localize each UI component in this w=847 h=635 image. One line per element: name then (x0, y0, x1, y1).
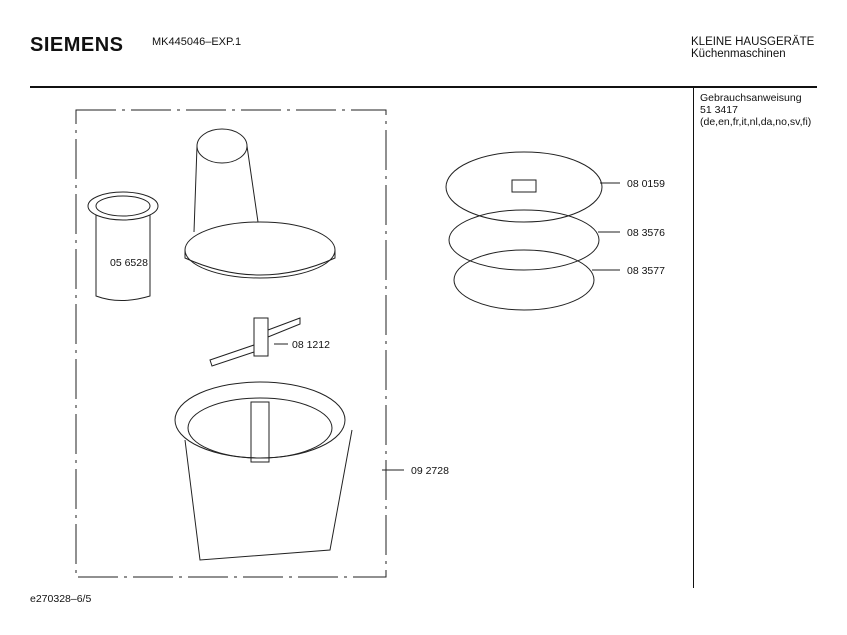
manual-title: Gebrauchsanweisung (700, 92, 802, 104)
side-divider (693, 88, 694, 588)
lid-drawing (184, 128, 336, 279)
header-divider (30, 86, 817, 88)
knife-drawing (209, 317, 301, 367)
pusher-drawing (87, 191, 159, 301)
manual-info: Gebrauchsanweisung 51 3417 (de,en,fr,it,… (700, 92, 811, 128)
category-title: KLEINE HAUSGERÄTE (691, 36, 815, 48)
manual-number: 51 3417 (700, 104, 738, 116)
part-number-knife: 08 1212 (292, 339, 330, 351)
brand-logo: SIEMENS (30, 34, 124, 56)
bowl-drawing (174, 381, 353, 561)
manual-languages: (de,en,fr,it,nl,da,no,sv,fi) (700, 116, 812, 128)
category-subtitle: Küchenmaschinen (691, 48, 786, 60)
leader-lines (274, 182, 620, 471)
footer-code: e270328–6/5 (30, 593, 92, 605)
part-number-pusher: 05 6528 (110, 257, 148, 269)
part-number-shredding-disc: 08 3577 (627, 265, 665, 277)
part-number-slicing-disc: 08 3576 (627, 227, 665, 239)
discs-drawing (445, 151, 603, 311)
category: KLEINE HAUSGERÄTE Küchenmaschinen (691, 36, 814, 60)
part-number-bowl: 09 2728 (411, 465, 449, 477)
model-number: MK445046–EXP.1 (152, 36, 242, 48)
assembly-group-frame (75, 109, 387, 578)
part-number-grating-disc: 08 0159 (627, 178, 665, 190)
